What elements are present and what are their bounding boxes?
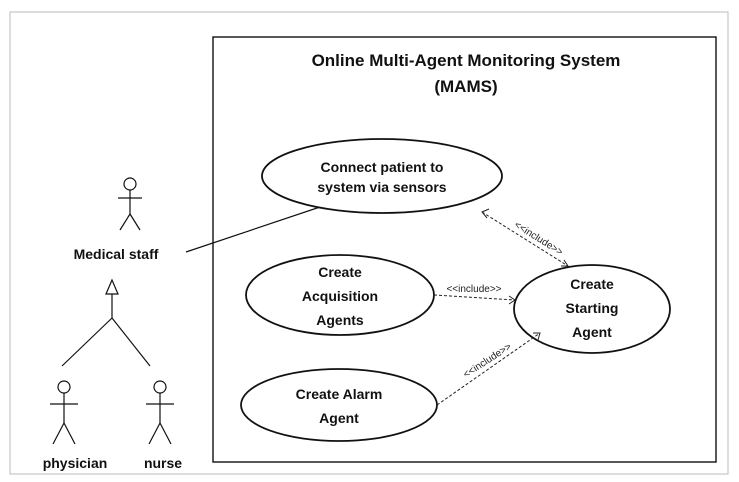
- actor-nurse: [146, 380, 174, 445]
- include-label-alarm: <<include>>: [462, 341, 514, 380]
- include-relations: [433, 211, 569, 406]
- use-case-alarm-line1: Create Alarm: [296, 386, 383, 402]
- include-line-acquisition: [433, 294, 516, 301]
- include-line-alarm: [436, 332, 541, 406]
- use-case-connect-line1: Connect patient to: [321, 159, 444, 175]
- actor-nurse-label: nurse: [144, 455, 182, 471]
- include-label-acquisition: <<include>>: [446, 284, 501, 295]
- association-line: [185, 204, 327, 253]
- actor-medical-staff-label: Medical staff: [74, 246, 159, 262]
- system-title-line1: Online Multi-Agent Monitoring System: [312, 51, 621, 70]
- use-case-acquisition-line2: Acquisition: [302, 288, 378, 304]
- actor-medical-staff: [118, 177, 142, 231]
- use-case-starting-line2: Starting: [566, 300, 619, 316]
- generalization-branch-physician: [61, 317, 113, 367]
- include-arrowheads: [481, 208, 569, 341]
- use-case-connect-line2: system via sensors: [317, 179, 446, 195]
- actor-physician: [50, 380, 78, 445]
- include-label-connect: <<include>>: [512, 220, 565, 259]
- generalization-arrowhead: [105, 278, 119, 295]
- system-boundary: [212, 36, 717, 463]
- use-case-alarm-line2: Agent: [319, 410, 359, 426]
- include-line-connect: [481, 211, 569, 267]
- use-case-acquisition-line3: Agents: [316, 312, 364, 328]
- use-case-acquisition-line1: Create: [318, 264, 362, 280]
- generalization-branch-nurse: [111, 317, 151, 367]
- use-case-starting-line3: Agent: [572, 324, 612, 340]
- outer-frame: [9, 11, 729, 475]
- actor-physician-label: physician: [43, 455, 108, 471]
- use-case-create-alarm: [240, 368, 438, 442]
- system-title-line2: (MAMS): [434, 77, 497, 96]
- use-case-connect-patient: [261, 138, 503, 214]
- use-case-create-starting: [513, 264, 671, 354]
- use-case-starting-line1: Create: [570, 276, 614, 292]
